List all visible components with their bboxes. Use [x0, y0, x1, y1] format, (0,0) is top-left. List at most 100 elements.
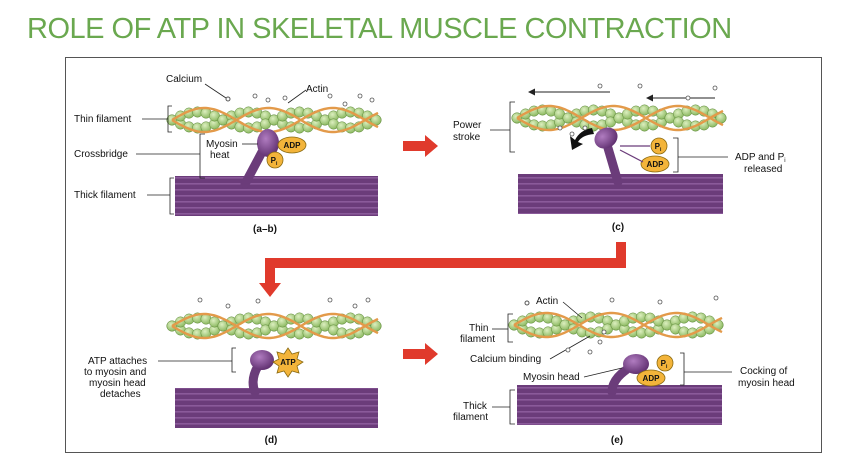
- thin-filament-c: [511, 104, 727, 132]
- atp-attaches-label-2: to myosin and: [84, 367, 146, 378]
- calcium-ion: [342, 101, 348, 107]
- thin-filament-ab: [166, 106, 382, 134]
- thick-filament-d: [175, 388, 378, 428]
- adp-ab: [277, 136, 307, 154]
- thin-filament-d: [166, 312, 382, 340]
- calcium-binding-label: Calcium binding: [470, 354, 541, 365]
- pi-ab: [266, 151, 284, 169]
- adp-label-c: ADP: [647, 160, 665, 169]
- tropomyosin-strand: [516, 104, 724, 132]
- thick-filament-label: Thick filament: [74, 190, 136, 201]
- calcium-ion: [569, 131, 575, 137]
- power-stroke-label: Power: [453, 120, 482, 131]
- pi-c: [650, 137, 668, 155]
- myosin-heat-label-2: heat: [210, 150, 230, 161]
- myosin-heat-label: Myosin: [206, 139, 238, 150]
- calcium-ion: [637, 83, 643, 89]
- myosin-head-label: Myosin head: [523, 372, 580, 383]
- thin-label-e-2: filament: [460, 334, 495, 345]
- tropomyosin-strand: [513, 311, 723, 339]
- calcium-ion: [357, 93, 363, 99]
- thin-filament-label: Thin filament: [74, 114, 131, 125]
- actin-label-e: Actin: [536, 296, 558, 307]
- arrow-ab-to-c: [403, 135, 438, 157]
- tropomyosin-strand: [171, 106, 379, 134]
- calcium-label: Calcium: [166, 74, 202, 85]
- calcium-ion: [265, 97, 271, 103]
- tropomyosin-strand: [513, 311, 723, 339]
- actin-label-ab: Actin: [306, 84, 328, 95]
- calcium-ion: [712, 85, 718, 91]
- calcium-ion: [365, 297, 371, 303]
- tropomyosin-strand: [171, 312, 379, 340]
- panel-e: Pi ADP Actin Thin filament Calcium bindi…: [453, 296, 795, 446]
- calcium-ion: [255, 298, 261, 304]
- calcium-ion: [327, 297, 333, 303]
- calcium-ion: [609, 297, 615, 303]
- panel-label-e: (e): [611, 435, 623, 446]
- panel-label-ab: (a–b): [253, 224, 277, 235]
- pi-e: [656, 354, 674, 372]
- pi-label-ab: Pi: [271, 156, 278, 167]
- calcium-ion: [282, 95, 288, 101]
- atp-burst-d: [272, 347, 304, 378]
- adp-c: [640, 155, 670, 173]
- adp-label-e: ADP: [643, 374, 661, 383]
- tropomyosin-strand: [171, 312, 379, 340]
- calcium-ion: [327, 93, 333, 99]
- adp-e: [636, 369, 666, 387]
- myosin-neck-d: [248, 361, 263, 397]
- calcium-ion: [587, 349, 593, 355]
- tropomyosin-strand: [516, 104, 724, 132]
- diagram-frame: [65, 57, 822, 453]
- myosin-neck-c: [603, 143, 623, 187]
- adp-pi-released-label: ADP and Pi: [735, 152, 786, 164]
- atp-attaches-label-3: myosin head: [89, 378, 146, 389]
- calcium-ion: [601, 329, 607, 335]
- arrow-d-to-e: [403, 343, 438, 365]
- calcium-ion: [225, 303, 231, 309]
- thick-filament-ab: [175, 176, 378, 216]
- calcium-ion: [713, 295, 719, 301]
- atp-attaches-label-1: ATP attaches: [88, 356, 147, 367]
- pi-label-c: Pi: [655, 142, 662, 153]
- panel-c: Pi ADP Power stroke ADP and Pi released …: [453, 88, 786, 233]
- calcium-ion: [252, 93, 258, 99]
- power-stroke-label-2: stroke: [453, 132, 481, 143]
- thick-label-e-1: Thick: [463, 401, 488, 412]
- calcium-ion: [557, 125, 563, 131]
- panel-label-d: (d): [265, 435, 278, 446]
- calcium-ion: [197, 297, 203, 303]
- cocking-label-2: myosin head: [738, 378, 795, 389]
- myosin-head-d: [250, 350, 274, 370]
- calcium-ion: [685, 95, 691, 101]
- crossbridge-label: Crossbridge: [74, 149, 128, 160]
- power-stroke-arrow: [570, 128, 594, 150]
- myosin-head-c: [594, 127, 618, 149]
- adp-label-ab: ADP: [284, 141, 302, 150]
- calcium-ion: [369, 97, 375, 103]
- thick-filament-e: [517, 385, 722, 425]
- tropomyosin-strand: [171, 106, 379, 134]
- atp-label-d: ATP: [280, 358, 296, 367]
- calcium-ions: [197, 83, 719, 355]
- calcium-ion: [597, 339, 603, 345]
- calcium-ion: [597, 83, 603, 89]
- panel-ab: ADP Pi Calcium Actin Thin filament Cross…: [74, 74, 382, 235]
- pi-label-e: Pi: [661, 359, 668, 370]
- cocking-label-1: Cocking of: [740, 366, 787, 377]
- page-title: ROLE OF ATP IN SKELETAL MUSCLE CONTRACTI…: [27, 13, 732, 45]
- thick-label-e-2: filament: [453, 412, 488, 423]
- calcium-ion: [565, 347, 571, 353]
- calcium-ion: [582, 125, 588, 131]
- myosin-head-e: [623, 354, 649, 374]
- panel-d: ATP ATP attaches to myosin and myosin he…: [84, 312, 382, 446]
- thin-label-e-1: Thin: [469, 323, 488, 334]
- arrow-c-to-d: [259, 242, 626, 297]
- thin-filament-e: [508, 311, 724, 339]
- calcium-ion: [657, 299, 663, 305]
- adp-pi-released-label-2: released: [744, 164, 782, 175]
- myosin-head-ab: [257, 129, 279, 157]
- calcium-ion: [352, 303, 358, 309]
